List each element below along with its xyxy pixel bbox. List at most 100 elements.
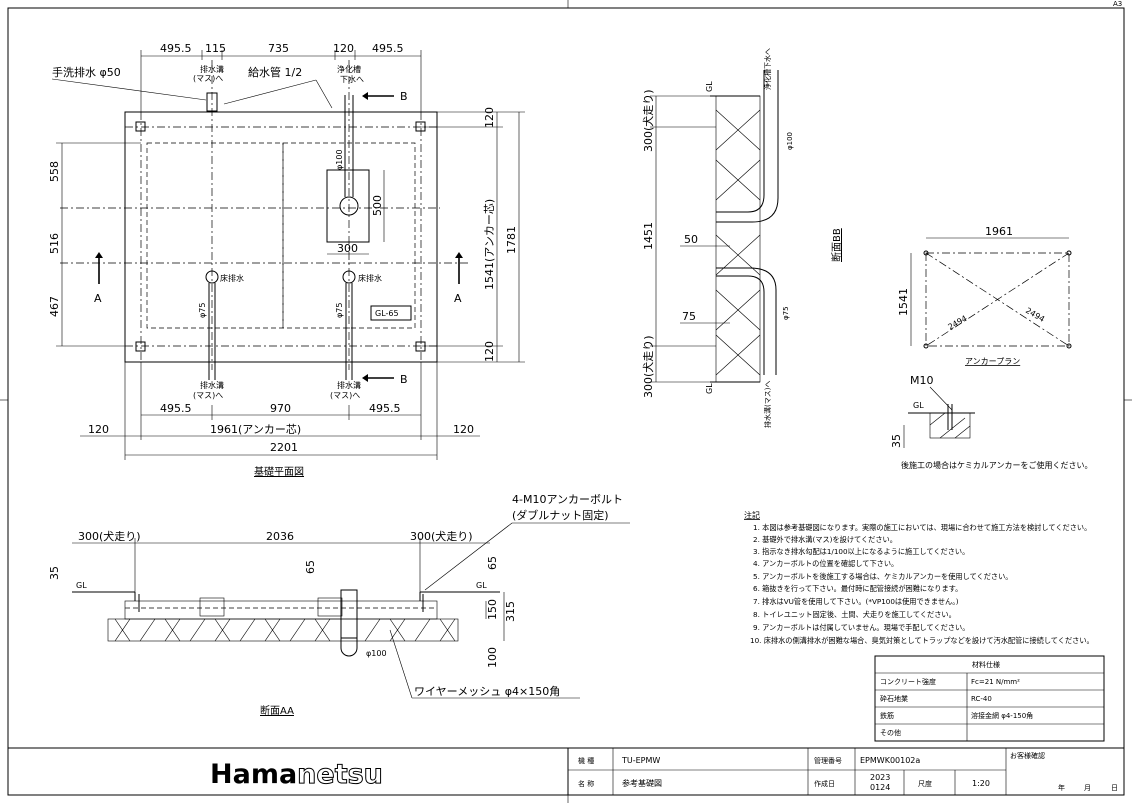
anchor-depth: 35 bbox=[890, 434, 903, 448]
note-1: 1. 本図は参考基礎図になります。実際の施工においては、現場に合わせて施工方法を… bbox=[753, 523, 1091, 532]
box-height-dim: 500 bbox=[371, 195, 384, 216]
bottom-total-dim: 1961(アンカー芯) bbox=[210, 422, 301, 436]
bb-dim-1: 300(犬走り) bbox=[641, 89, 655, 152]
phi75-right: φ75 bbox=[335, 303, 344, 318]
phi100-plan: φ100 bbox=[335, 149, 344, 170]
materials-table: 材料仕様 コンクリート強度 Fc=21 N/mm² 砕石地業 RC-40 鉄筋 … bbox=[874, 655, 1105, 742]
name-value: 参考基礎図 bbox=[622, 778, 662, 788]
mat-val-3: 溶接金網 φ4-150角 bbox=[971, 711, 1033, 720]
company-logo: Hamanetsu bbox=[210, 759, 383, 790]
aa-dim-315: 315 bbox=[504, 601, 517, 622]
mat-key-4: その他 bbox=[880, 728, 901, 737]
right-dim-4: 120 bbox=[483, 341, 496, 362]
scale-label: 尺度 bbox=[918, 779, 932, 788]
box-width-dim: 300 bbox=[337, 242, 358, 255]
bottom-dim-3: 495.5 bbox=[369, 402, 401, 415]
anchor-width: 1961 bbox=[985, 225, 1013, 238]
floor-drain-label-right: 床排水 bbox=[358, 273, 382, 283]
sheet-size: A3 bbox=[1113, 0, 1122, 8]
aa-gl-right: GL bbox=[476, 581, 487, 590]
septic-label: 浄化槽 bbox=[337, 64, 361, 74]
plan-outline bbox=[124, 111, 438, 363]
to-sewer-label: 下水へ bbox=[340, 74, 364, 84]
aa-dim-65a: 65 bbox=[304, 560, 317, 574]
mass-to-label-b2: (マス)へ bbox=[330, 391, 360, 400]
mat-val-1: Fc=21 N/mm² bbox=[971, 678, 1020, 686]
model-label: 機 種 bbox=[578, 756, 594, 765]
bb-septic-label: 浄化槽下水へ bbox=[763, 48, 772, 90]
date-label: 作成日 bbox=[814, 779, 835, 788]
aa-dim-100: 100 bbox=[486, 647, 499, 668]
mat-key-2: 砕石地業 bbox=[880, 694, 908, 703]
drain-ditch-label-top: 排水溝 bbox=[200, 64, 224, 74]
anchor-height: 1541 bbox=[897, 288, 910, 316]
bb-gl-top: GL bbox=[705, 81, 714, 92]
plan-title: 基礎平面図 bbox=[254, 465, 304, 478]
plan-top-dim-4: 120 bbox=[333, 42, 354, 55]
left-dim-3: 467 bbox=[48, 296, 61, 317]
bb-gl-bottom: GL bbox=[705, 383, 714, 394]
note-6: 6. 箱抜きを行って下さい。最付時に配管接続が困難になります。 bbox=[753, 584, 962, 593]
section-a-marker-left: A bbox=[94, 292, 102, 305]
section-bb: 300(犬走り) 1451 300(犬走り) 50 75 GL GL 浄化槽下水… bbox=[641, 48, 843, 428]
aa-dim-3: 300(犬走り) bbox=[410, 529, 473, 543]
note-3: 3. 指示なき排水勾配は1/100以上になるように施工してください。 bbox=[753, 547, 969, 556]
section-b-marker-bottom: B bbox=[400, 373, 408, 386]
section-aa-title: 断面AA bbox=[260, 704, 294, 717]
aa-anchor-callout: 4-M10アンカーボルト bbox=[512, 493, 623, 506]
notes-heading: 注記 bbox=[744, 510, 760, 520]
hand-wash-label: 手洗排水 φ50 bbox=[52, 65, 121, 79]
aa-dim-150: 150 bbox=[486, 599, 499, 620]
left-dim-2: 516 bbox=[48, 233, 61, 254]
mgmt-label: 管理番号 bbox=[814, 756, 842, 765]
customer-confirm: お客様確認 bbox=[1010, 751, 1045, 760]
anchor-detail: M10 GL 35 後施工の場合はケミカルアンカーをご使用ください。 bbox=[890, 374, 1092, 470]
bb-phi100: φ100 bbox=[786, 132, 794, 150]
side-dim-right: 120 bbox=[453, 423, 474, 436]
anchor-note: 後施工の場合はケミカルアンカーをご使用ください。 bbox=[901, 460, 1092, 470]
bb-phi75: φ75 bbox=[782, 306, 790, 320]
mat-val-2: RC-40 bbox=[971, 695, 992, 703]
side-dim-left: 120 bbox=[88, 423, 109, 436]
date-md: 0124 bbox=[870, 783, 890, 792]
bb-dim-4: 50 bbox=[684, 233, 698, 246]
model-value: TU-EPMW bbox=[621, 756, 660, 765]
note-2: 2. 基礎外で排水溝(マス)を設けてください。 bbox=[753, 535, 897, 544]
note-10: 10. 床排水の側溝排水が困難な場合、臭気対策としてトラップなどを設けて汚水配管… bbox=[750, 636, 1094, 645]
main-drain-pipe bbox=[339, 196, 359, 216]
mgmt-value: EPMWK00102a bbox=[860, 756, 920, 765]
aa-dim-35: 35 bbox=[48, 566, 61, 580]
anchor-plan-title: アンカープラン bbox=[965, 357, 1020, 366]
section-aa: φ100 4-M10アンカーボルト (ダブルナット固定) 300(犬走り) 20… bbox=[48, 493, 630, 717]
mass-to-label-b1: (マス)へ bbox=[193, 391, 223, 400]
title-block: Hamanetsu 機 種 TU-EPMW 名 称 参考基礎図 管理番号 EPM… bbox=[8, 747, 1124, 795]
bottom-dim-2: 970 bbox=[270, 402, 291, 415]
note-7: 7. 排水はVU管を使用して下さい。(*VP100は使用できません。) bbox=[753, 597, 959, 606]
confirm-year: 年 bbox=[1058, 783, 1065, 792]
materials-header: 材料仕様 bbox=[972, 660, 1000, 669]
section-bb-title: 断面BB bbox=[830, 228, 843, 262]
gl65-label: GL-65 bbox=[375, 309, 399, 318]
right-dim-3: 1781 bbox=[505, 226, 518, 254]
water-supply-label: 給水管 1/2 bbox=[248, 65, 302, 79]
confirm-month: 月 bbox=[1084, 784, 1091, 792]
anchor-diag-1: 2494 bbox=[947, 314, 969, 332]
bottom-dim-1: 495.5 bbox=[160, 402, 192, 415]
note-9: 9. アンカーボルトは付属していません。現場で手配してください。 bbox=[753, 623, 969, 632]
mass-to-label-top: (マス)へ bbox=[193, 74, 223, 83]
plan-top-dim-1: 495.5 bbox=[160, 42, 192, 55]
aa-gl-left: GL bbox=[76, 581, 87, 590]
anchor-diag-2: 2494 bbox=[1024, 306, 1046, 324]
left-dim-1: 558 bbox=[48, 161, 61, 182]
anchor-plan: 1961 1541 2494 2494 アンカープラン bbox=[897, 225, 1072, 366]
bb-dim-3: 300(犬走り) bbox=[641, 335, 655, 398]
name-label: 名 称 bbox=[578, 779, 594, 788]
aa-dim-2: 2036 bbox=[266, 530, 294, 543]
confirm-day: 日 bbox=[1111, 784, 1118, 792]
floor-drain-right bbox=[342, 270, 356, 284]
floor-drain-left bbox=[205, 270, 219, 284]
aa-anchor-callout-2: (ダブルナット固定) bbox=[512, 508, 609, 522]
note-8: 8. トイレユニット固定後、土間、犬走りを施工してください。 bbox=[753, 610, 956, 619]
hand-wash-pipe bbox=[206, 92, 218, 112]
section-a-marker-right: A bbox=[454, 292, 462, 305]
